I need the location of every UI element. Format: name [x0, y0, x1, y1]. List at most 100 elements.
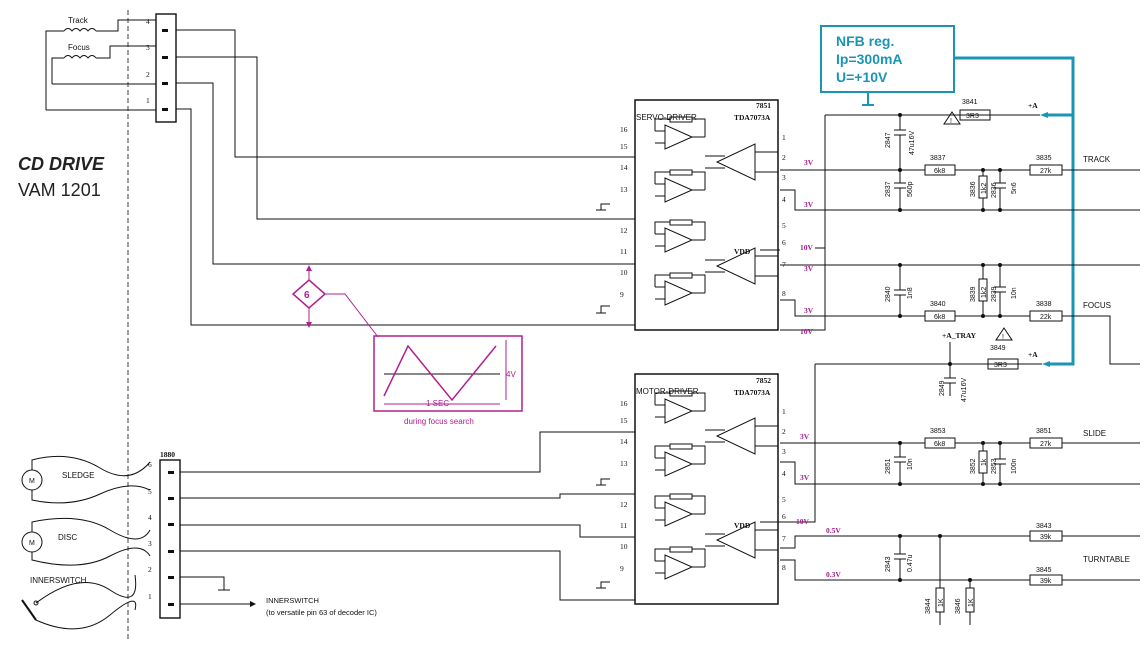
title-model: VAM 1201	[18, 180, 101, 200]
r3843-ref: 3843	[1036, 523, 1052, 530]
connector-bottom-ref: 1880	[160, 450, 175, 459]
ic-right-pin: 8	[782, 563, 786, 572]
scope-period: 1 SEC	[426, 399, 449, 408]
svg-text:!: !	[950, 118, 952, 125]
servo-output-wiring	[780, 109, 1140, 396]
sledge-label: SLEDGE	[62, 471, 94, 480]
r3841-ref: 3841	[962, 99, 978, 106]
v-bot-p1: 3V	[800, 432, 810, 441]
warning-icon	[943, 111, 961, 125]
v-top-p1: 3V	[804, 158, 814, 167]
r3851-ref: 3851	[1036, 428, 1052, 435]
conn-bot-pin: 2	[148, 565, 152, 574]
coil-track-label: Track	[68, 16, 89, 25]
opamp-icon	[715, 247, 756, 285]
nfb-line3: U=+10V	[836, 69, 888, 85]
r3851-value: 27k	[1040, 441, 1052, 448]
conn-bot-pin: 3	[148, 539, 152, 548]
c2847-ref: 2847	[885, 132, 892, 148]
ic-right-pin: 4	[782, 469, 786, 478]
scope-waveform	[383, 344, 497, 402]
v-bot-p6: 0.5V	[826, 526, 841, 535]
scope-box	[373, 335, 523, 412]
r3852-value: 1k	[981, 458, 988, 466]
r3844-ref: 3844	[925, 598, 932, 614]
c2839-value: 10n	[1011, 287, 1018, 299]
r3837-ref: 3837	[930, 155, 946, 162]
c2851-ref: 2851	[885, 458, 892, 474]
ic-left-pin: 16	[620, 399, 628, 408]
test-point-id: 6	[304, 290, 310, 301]
r3840-ref: 3840	[930, 301, 946, 308]
motor-output-wiring	[780, 437, 1140, 625]
ic-left-pin: 16	[620, 125, 628, 134]
ic-right-pin: 5	[782, 221, 786, 230]
v-bot-p7: 0.3V	[826, 570, 841, 579]
r3846-ref: 3846	[955, 598, 962, 614]
supply-rails: +A +A +A_TRAY ! !	[760, 101, 1042, 523]
ic-right-pin: 4	[782, 195, 786, 204]
coil-assembly: Track Focus	[45, 16, 156, 111]
ic-left-pin: 15	[620, 416, 628, 425]
ic-right-pin: 5	[782, 495, 786, 504]
coil-focus-label: Focus	[68, 43, 90, 52]
v-bot-p5: 10V	[796, 517, 810, 526]
ic-left-pin: 14	[620, 437, 628, 446]
c2853-value: 100n	[1011, 458, 1018, 474]
nfb-line2: Ip=300mA	[836, 51, 903, 67]
r3836-value: 1k2	[981, 183, 988, 194]
conn-bot-pin: 1	[148, 592, 152, 601]
opamp-icon	[664, 501, 694, 527]
motor-driver-label: MOTOR-DRIVER	[636, 387, 699, 396]
motor-ref: 7852	[756, 376, 771, 385]
v-bot-p3: 3V	[800, 473, 810, 482]
opamp-icon	[715, 143, 756, 181]
switch-icon	[21, 599, 37, 621]
v-top-p7: 3V	[804, 306, 814, 315]
c2849-value: 47u16V	[961, 378, 968, 402]
c2837-ref: 2837	[885, 181, 892, 197]
nfb-line1: NFB reg.	[836, 33, 894, 49]
innerswitch-note: INNERSWITCH (to versatile pin 63 of deco…	[250, 596, 377, 617]
connector-bottom-body	[159, 459, 181, 619]
supply-a-tray: +A_TRAY	[942, 331, 977, 340]
svg-text:!: !	[1002, 334, 1004, 341]
r3835-ref: 3835	[1036, 155, 1052, 162]
r3835-value: 27k	[1040, 168, 1052, 175]
ic-left-pin: 12	[620, 226, 628, 235]
sledge-motor: M SLEDGE	[21, 455, 151, 504]
connector-bottom: 1880 6 5 4 3 2 1	[148, 450, 181, 619]
r3841-value: 3R3	[966, 113, 979, 120]
sledge-motor-symbol: M	[29, 478, 35, 485]
r3849-ref: 3849	[990, 345, 1006, 352]
conn-top-pin: 2	[146, 70, 150, 79]
output-slide: SLIDE	[1083, 429, 1106, 438]
c2839-ref: 2839	[991, 286, 998, 302]
ic-right-pin: 6	[782, 238, 786, 247]
r3838-value: 22k	[1040, 314, 1052, 321]
conn-bot-pin: 5	[148, 487, 152, 496]
ic-left-pin: 10	[620, 542, 628, 551]
ic-motor-labels: MOTOR-DRIVER 7852 TDA7073A VDD	[636, 376, 771, 530]
coil-track-icon	[63, 28, 97, 32]
innerswitch: INNERSWITCH	[21, 574, 137, 630]
coil-focus-icon	[63, 55, 97, 59]
conn-top-pin: 3	[146, 43, 150, 52]
conn-bot-pin: 6	[148, 460, 152, 469]
ic-right-pin: 1	[782, 407, 786, 416]
servo-driver-label: SERVO-DRIVER	[636, 113, 697, 122]
disc-motor-symbol: M	[29, 540, 35, 547]
ic-right-pin: 6	[782, 512, 786, 521]
ic-left-pin: 13	[620, 459, 628, 468]
test-point-6: 6 4V 1 SEC during focus search	[291, 265, 523, 426]
voltage-labels: 3V 3V 10V 3V 3V 10V 3V 3V 10V 0.5V 0.3V	[796, 158, 841, 579]
r3836-ref: 3836	[970, 181, 977, 197]
opamp-icon	[664, 227, 694, 253]
ic-right-pin: 7	[782, 534, 786, 543]
ic-left-pin: 11	[620, 247, 627, 256]
r3846-value: 1K	[968, 598, 975, 607]
ic-servo-labels: SERVO-DRIVER 7851 TDA7073A VDD	[636, 101, 771, 256]
